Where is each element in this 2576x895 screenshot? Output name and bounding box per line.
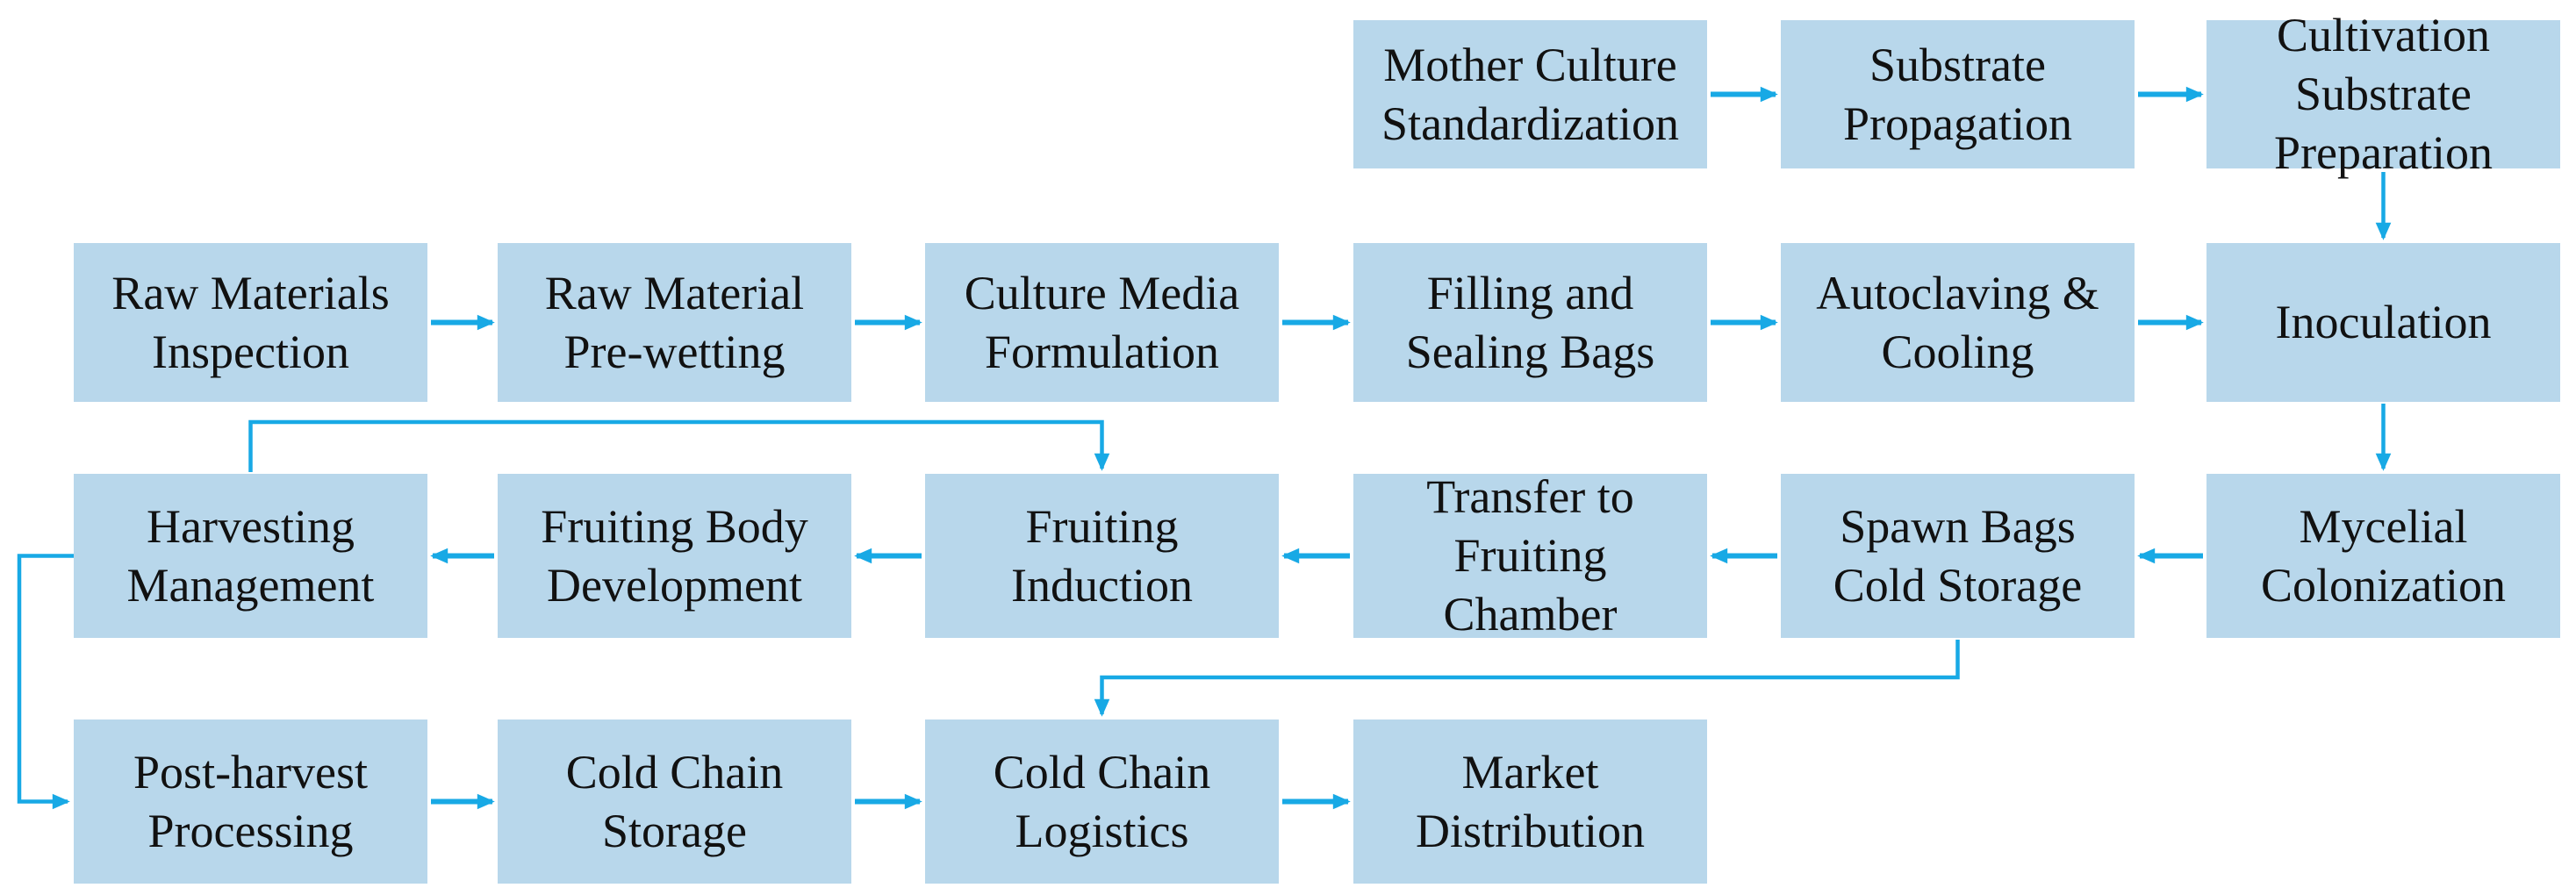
node-fruiting-body-development: Fruiting Body Development <box>498 474 851 638</box>
node-market-distribution: Market Distribution <box>1353 720 1707 884</box>
node-post-harvest-processing: Post-harvest Processing <box>74 720 427 884</box>
node-cultivation-substrate-preparation: Cultivation Substrate Preparation <box>2206 9 2560 179</box>
node-raw-material-pre-wetting: Raw Material Pre-wetting <box>498 243 851 402</box>
edge-harvesting-to-fruiting-induction-loop <box>248 419 1110 472</box>
edge-harvesting-to-post-harvest <box>17 554 75 810</box>
node-raw-materials-inspection: Raw Materials Inspection <box>74 243 427 402</box>
node-filling-and-sealing-bags: Filling and Sealing Bags <box>1353 243 1707 402</box>
node-autoclaving-and-cooling: Autoclaving & Cooling <box>1781 243 2135 402</box>
node-spawn-bags-cold-storage: Spawn Bags Cold Storage <box>1781 474 2135 638</box>
node-cold-chain-storage: Cold Chain Storage <box>498 720 851 884</box>
node-harvesting-management: Harvesting Management <box>74 474 427 638</box>
node-mother-culture-standardization: Mother Culture Standardization <box>1353 20 1707 168</box>
edge-spawn-bags-to-cold-chain-logistics <box>1094 640 1960 717</box>
node-fruiting-induction: Fruiting Induction <box>925 474 1279 638</box>
node-cold-chain-logistics: Cold Chain Logistics <box>925 720 1279 884</box>
node-substrate-propagation: Substrate Propagation <box>1781 20 2135 168</box>
node-mycelial-colonization: Mycelial Colonization <box>2206 474 2560 638</box>
node-transfer-to-fruiting-chamber: Transfer to Fruiting Chamber <box>1353 470 1707 641</box>
node-culture-media-formulation: Culture Media Formulation <box>925 243 1279 402</box>
node-inoculation: Inoculation <box>2206 243 2560 402</box>
